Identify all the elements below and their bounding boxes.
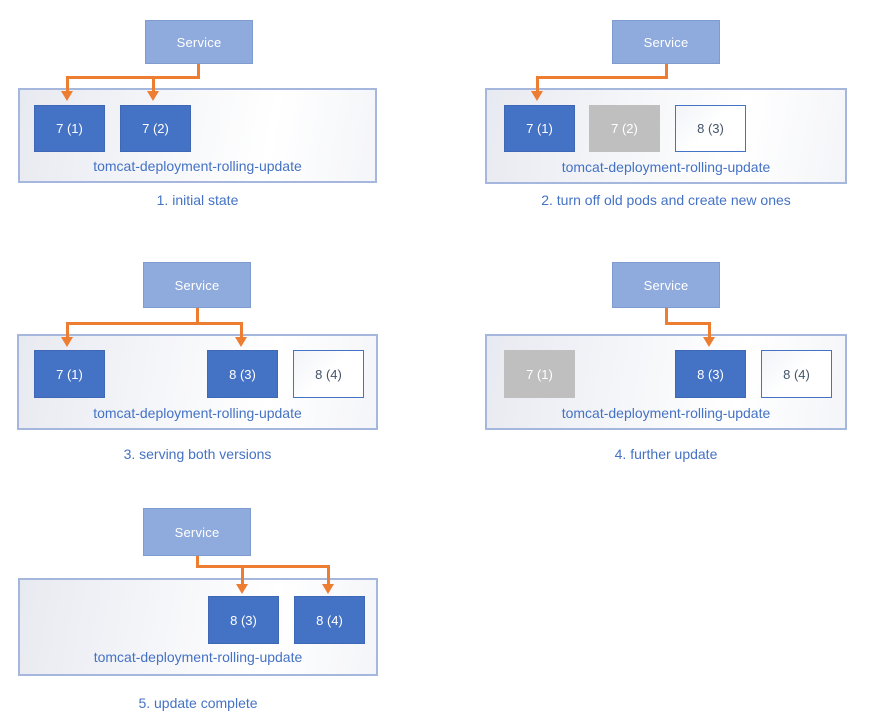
- pod-8-3: 8 (3): [208, 596, 279, 644]
- service-box: Service: [612, 262, 720, 308]
- pod-label: 8 (3): [230, 612, 257, 628]
- arrow-drop: [536, 76, 539, 92]
- arrow-drop: [708, 322, 711, 338]
- deployment-box: 7 (1) 8 (3) 8 (4) tomcat-deployment-roll…: [17, 334, 378, 430]
- deployment-label: tomcat-deployment-rolling-update: [93, 158, 302, 174]
- pod-7-1: 7 (1): [504, 350, 575, 398]
- deployment-box: 7 (1) 7 (2) tomcat-deployment-rolling-up…: [18, 88, 377, 183]
- arrow-drop: [241, 565, 244, 585]
- arrow-horizontal: [196, 565, 330, 568]
- arrow-stem: [197, 64, 200, 79]
- pod-label: 7 (1): [56, 121, 83, 136]
- panel-caption: 1. initial state: [156, 192, 239, 208]
- panel-2: Service 7 (1) 7 (2) 8 (3) tomcat-deploym…: [435, 0, 870, 238]
- arrowhead-icon: [322, 584, 334, 594]
- pod-label: 7 (2): [142, 121, 169, 136]
- arrow-drop: [327, 565, 330, 585]
- arrow-stem: [196, 556, 199, 568]
- deployment-label: tomcat-deployment-rolling-update: [561, 159, 771, 175]
- pod-8-4: 8 (4): [294, 596, 365, 644]
- pod-7-1: 7 (1): [504, 105, 575, 152]
- arrow-stem: [665, 308, 668, 325]
- pod-label: 8 (3): [697, 121, 724, 136]
- service-box: Service: [143, 508, 251, 556]
- arrow-horizontal: [536, 76, 668, 79]
- panel-3: Service 7 (1) 8 (3) 8 (4) tomcat-deploym…: [0, 240, 435, 478]
- pod-7-2: 7 (2): [589, 105, 660, 152]
- panel-1: Service 7 (1) 7 (2) tomcat-deployment-ro…: [0, 0, 435, 238]
- service-label: Service: [174, 277, 220, 293]
- service-label: Service: [174, 524, 220, 540]
- pod-label: 8 (4): [783, 366, 810, 382]
- pod-label: 7 (1): [526, 366, 553, 382]
- pod-7-1: 7 (1): [34, 350, 105, 398]
- pod-label: 7 (1): [56, 366, 83, 382]
- service-label: Service: [643, 34, 689, 50]
- panel-caption: 3. serving both versions: [123, 446, 272, 462]
- service-label: Service: [643, 277, 689, 293]
- arrow-horizontal: [66, 76, 200, 79]
- deployment-label: tomcat-deployment-rolling-update: [93, 405, 302, 421]
- arrow-drop: [66, 322, 69, 338]
- arrow-stem: [665, 64, 668, 79]
- arrowhead-icon: [61, 91, 73, 101]
- arrow-horizontal: [665, 322, 711, 325]
- deployment-label: tomcat-deployment-rolling-update: [561, 405, 771, 421]
- deployment-box: 7 (1) 8 (3) 8 (4) tomcat-deployment-roll…: [485, 334, 847, 430]
- panel-4: Service 7 (1) 8 (3) 8 (4) tomcat-deploym…: [435, 240, 870, 478]
- pod-label: 8 (3): [697, 366, 724, 382]
- deployment-box: 8 (3) 8 (4) tomcat-deployment-rolling-up…: [18, 578, 378, 676]
- pod-8-4: 8 (4): [293, 350, 364, 398]
- pod-8-3: 8 (3): [207, 350, 278, 398]
- pod-label: 7 (2): [611, 121, 638, 136]
- pod-7-1: 7 (1): [34, 105, 105, 152]
- arrow-drop: [152, 76, 155, 92]
- pod-8-3: 8 (3): [675, 350, 746, 398]
- arrowhead-icon: [531, 91, 543, 101]
- pod-8-3: 8 (3): [675, 105, 746, 152]
- pod-label: 7 (1): [526, 121, 553, 136]
- service-box: Service: [143, 262, 251, 308]
- service-box: Service: [145, 20, 253, 64]
- panel-caption: 4. further update: [614, 446, 718, 462]
- arrowhead-icon: [147, 91, 159, 101]
- deployment-label: tomcat-deployment-rolling-update: [93, 649, 303, 665]
- pod-label: 8 (4): [316, 612, 343, 628]
- arrowhead-icon: [61, 337, 73, 347]
- panel-caption: 5. update complete: [138, 695, 258, 711]
- pod-label: 8 (3): [229, 366, 256, 382]
- service-box: Service: [612, 20, 720, 64]
- pod-7-2: 7 (2): [120, 105, 191, 152]
- arrow-drop: [240, 322, 243, 338]
- deployment-box: 7 (1) 7 (2) 8 (3) tomcat-deployment-roll…: [485, 88, 847, 184]
- pod-8-4: 8 (4): [761, 350, 832, 398]
- pod-label: 8 (4): [315, 366, 342, 382]
- arrow-drop: [66, 76, 69, 92]
- arrowhead-icon: [703, 337, 715, 347]
- arrowhead-icon: [236, 584, 248, 594]
- arrow-stem: [196, 308, 199, 324]
- panel-5: Service 8 (3) 8 (4) tomcat-deployment-ro…: [0, 480, 435, 718]
- service-label: Service: [176, 34, 222, 50]
- arrow-horizontal: [66, 322, 243, 325]
- panel-caption: 2. turn off old pods and create new ones: [541, 192, 791, 208]
- arrowhead-icon: [235, 337, 247, 347]
